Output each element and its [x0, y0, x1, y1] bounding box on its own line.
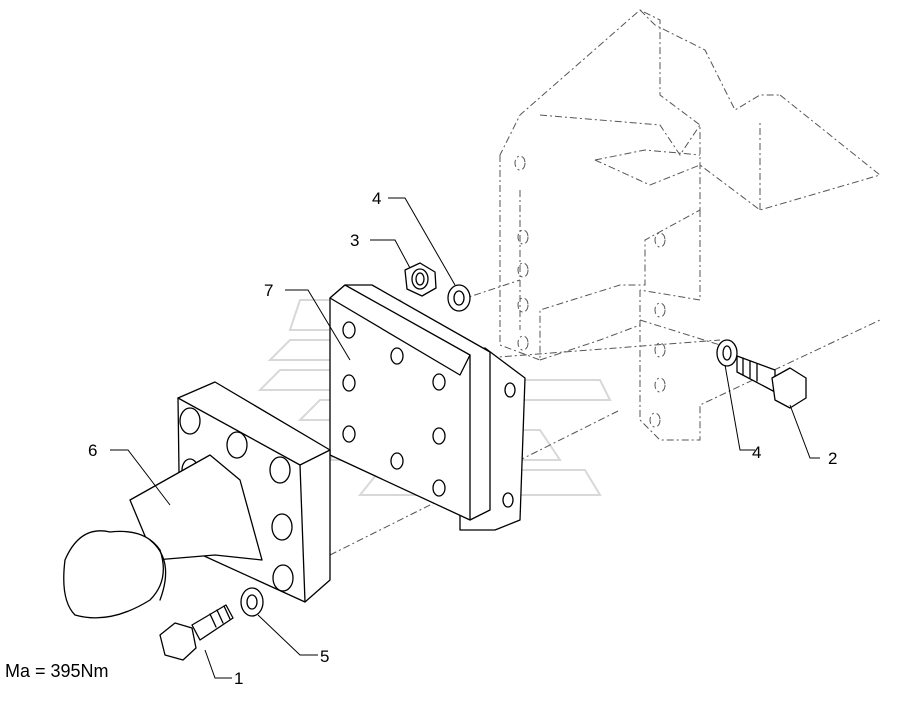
- callout-5: 5: [320, 647, 329, 666]
- leader-lines: [110, 197, 820, 679]
- bolt-left: [159, 604, 234, 661]
- callout-3: 3: [350, 231, 359, 250]
- callout-4-upper: 4: [372, 189, 381, 208]
- nut: [404, 262, 437, 297]
- callout-2: 2: [828, 449, 837, 468]
- tow-ball-coupling: [63, 381, 331, 619]
- callout-6: 6: [88, 441, 97, 460]
- callout-1: 1: [234, 669, 243, 688]
- spring-washer: [240, 587, 264, 617]
- adapter-plate: [329, 284, 526, 531]
- callout-4-lower: 4: [752, 443, 761, 462]
- callout-7: 7: [264, 281, 273, 300]
- torque-note: Ma = 395Nm: [5, 661, 109, 681]
- washer-upper: [447, 284, 471, 312]
- washer-lower: [716, 339, 738, 367]
- bolt-right: [736, 355, 807, 409]
